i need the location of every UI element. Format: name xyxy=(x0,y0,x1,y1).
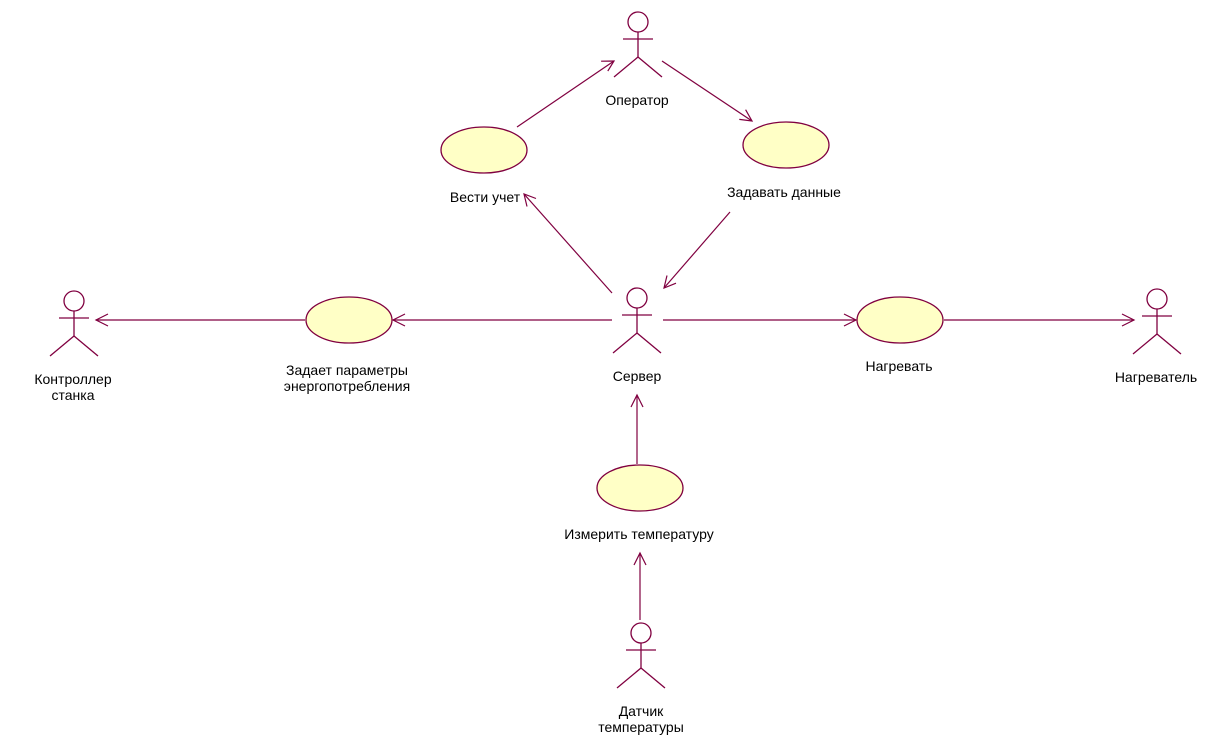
actor-machine-controller-label: Контроллер станка xyxy=(34,371,111,403)
actor-machine-controller-label-line2: станка xyxy=(51,387,95,403)
usecase-keep-records[interactable] xyxy=(440,126,528,174)
actor-temp-sensor-label-line1: Датчик xyxy=(618,703,664,719)
association-operator-to-set-data[interactable] xyxy=(661,60,754,122)
usecase-measure-temperature-label: Измерить температуру xyxy=(564,526,714,542)
usecase-set-data-label: Задавать данные xyxy=(727,184,841,200)
usecase-set-power-params-label-line1: Задает параметры xyxy=(286,362,408,378)
actor-heater-label: Нагреватель xyxy=(1114,369,1198,385)
association-server-to-keep-records[interactable] xyxy=(523,193,613,294)
association-server-to-power-params[interactable] xyxy=(391,313,612,327)
actor-temp-sensor-icon[interactable] xyxy=(616,622,666,689)
association-heat-to-heater[interactable] xyxy=(944,313,1136,327)
usecase-set-power-params-label: Задает параметры энергопотребления xyxy=(284,362,410,394)
usecase-set-power-params-label-line2: энергопотребления xyxy=(283,378,411,394)
association-keep-records-to-operator[interactable] xyxy=(516,60,616,128)
association-server-to-heat[interactable] xyxy=(663,313,858,327)
usecase-heat[interactable] xyxy=(856,296,944,344)
actor-operator-icon[interactable] xyxy=(613,11,663,78)
actor-server-label: Сервер xyxy=(612,368,662,384)
actor-operator-label: Оператор xyxy=(605,92,669,108)
usecase-heat-label: Нагревать xyxy=(865,358,933,374)
association-measure-to-server[interactable] xyxy=(630,393,644,464)
usecase-measure-temperature[interactable] xyxy=(596,464,684,512)
usecase-set-data[interactable] xyxy=(742,121,830,169)
association-power-params-to-controller[interactable] xyxy=(94,313,305,327)
actor-temp-sensor-label: Датчик температуры xyxy=(598,703,684,735)
actor-machine-controller-icon[interactable] xyxy=(49,290,99,357)
association-set-data-to-server[interactable] xyxy=(663,211,731,289)
usecase-set-power-params[interactable] xyxy=(305,296,393,344)
actor-heater-icon[interactable] xyxy=(1132,288,1182,355)
actor-server-icon[interactable] xyxy=(612,287,662,354)
actor-machine-controller-label-line1: Контроллер xyxy=(34,371,112,387)
association-sensor-to-measure[interactable] xyxy=(633,551,647,620)
actor-temp-sensor-label-line2: температуры xyxy=(598,719,684,735)
usecase-keep-records-label: Вести учет xyxy=(449,189,521,205)
